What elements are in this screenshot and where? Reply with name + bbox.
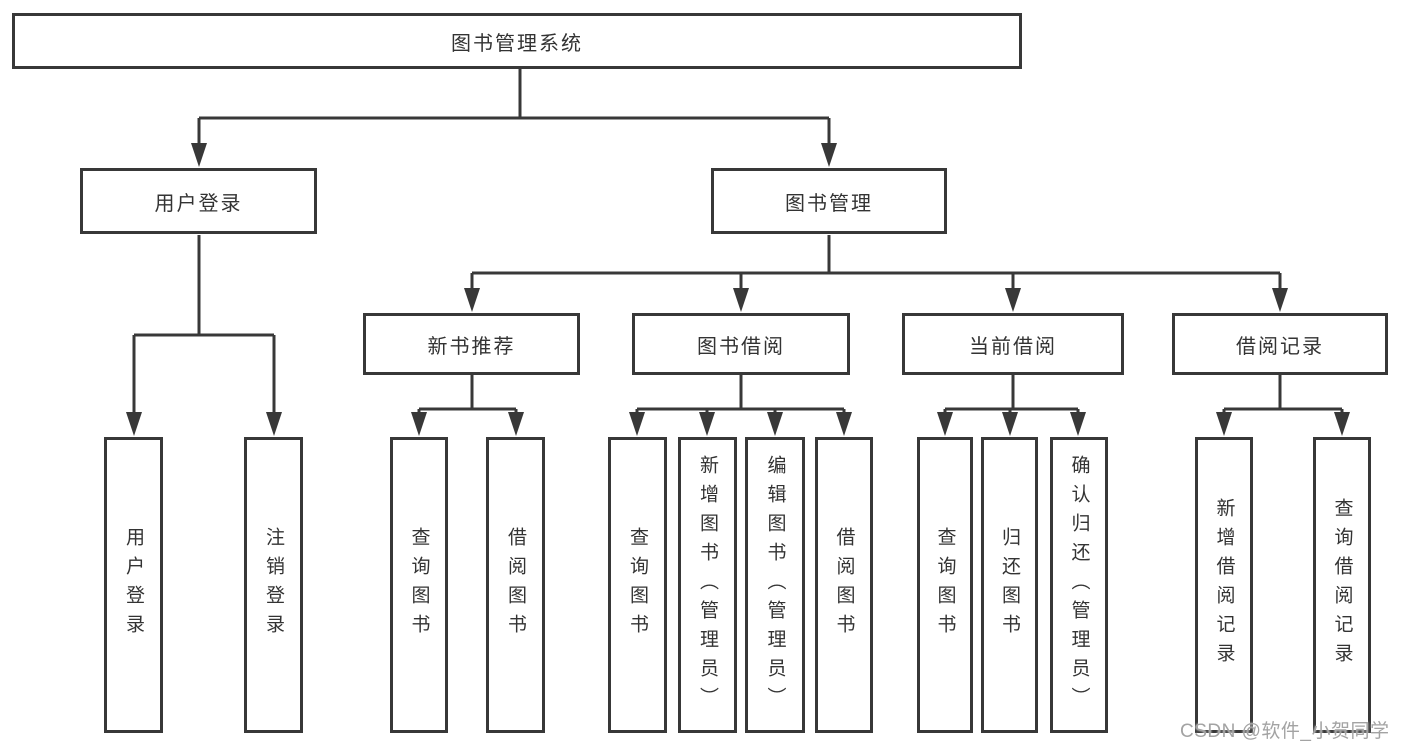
arrowhead-icon [767,412,783,436]
arrowhead-icon [836,412,852,436]
node-label: 图书借阅 [697,335,785,358]
node-label: 当前借阅 [969,335,1057,358]
node-label: 借阅图书 [505,527,526,643]
arrowhead-icon [191,143,207,167]
arrowhead-icon [1334,412,1350,436]
node-library-management-system: 图书管理系统 [12,13,1022,69]
csdn-watermark: CSDN @软件_小贺同学 [1180,721,1390,742]
node-book-borrowing: 图书借阅 [632,313,850,375]
arrowhead-icon [464,288,480,312]
leaf-query-books: 查询图书 [917,437,973,733]
arrowhead-icon [1002,412,1018,436]
arrowhead-icon [937,412,953,436]
leaf-confirm-return-admin: 确认归还（管理员） [1050,437,1108,733]
node-label: 注销登录 [263,527,284,643]
arrowhead-icon [266,412,282,436]
node-label: 借阅图书 [833,527,855,643]
arrowhead-icon [126,412,142,436]
arrowheads [126,143,1350,436]
arrowhead-icon [508,412,524,436]
node-label: 新增借阅记录 [1213,498,1235,672]
leaf-query-books: 查询图书 [608,437,667,733]
leaf-return-books: 归还图书 [981,437,1038,733]
node-book-management-branch: 图书管理 [711,168,947,234]
node-label: 图书管理 [785,192,873,215]
node-label: 查询图书 [627,527,648,643]
leaf-query-borrow-record: 查询借阅记录 [1313,437,1371,733]
node-new-book-recommendation: 新书推荐 [363,313,580,375]
node-label: 归还图书 [999,527,1020,643]
leaf-user-login: 用户登录 [104,437,163,733]
node-borrowing-records: 借阅记录 [1172,313,1388,375]
node-label: 查询借阅记录 [1331,498,1353,672]
arrowhead-icon [1005,288,1021,312]
leaf-borrow-books: 借阅图书 [815,437,873,733]
node-user-login-branch: 用户登录 [80,168,317,234]
node-label: 确认归还（管理员） [1068,454,1090,716]
node-label: 查询图书 [408,527,430,643]
node-label: 图书管理系统 [451,32,583,55]
node-label: 用户登录 [154,192,243,215]
leaf-borrow-books: 借阅图书 [486,437,545,733]
arrowhead-icon [1216,412,1232,436]
leaf-query-books: 查询图书 [390,437,448,733]
node-current-borrowing: 当前借阅 [902,313,1124,375]
leaf-logout: 注销登录 [244,437,303,733]
node-label: 新增图书（管理员） [697,454,718,716]
arrowhead-icon [411,412,427,436]
arrowhead-icon [629,412,645,436]
node-label: 编辑图书（管理员） [764,454,786,716]
arrowhead-icon [1070,412,1086,436]
arrowhead-icon [699,412,715,436]
arrowhead-icon [1272,288,1288,312]
leaf-add-borrow-record: 新增借阅记录 [1195,437,1253,733]
arrowhead-icon [733,288,749,312]
node-label: 查询图书 [934,527,956,643]
node-label: 用户登录 [123,527,144,643]
node-label: 新书推荐 [427,335,516,358]
leaf-edit-books-admin: 编辑图书（管理员） [745,437,805,733]
leaf-add-books-admin: 新增图书（管理员） [678,437,737,733]
arrowhead-icon [821,143,837,167]
node-label: 借阅记录 [1236,335,1324,358]
